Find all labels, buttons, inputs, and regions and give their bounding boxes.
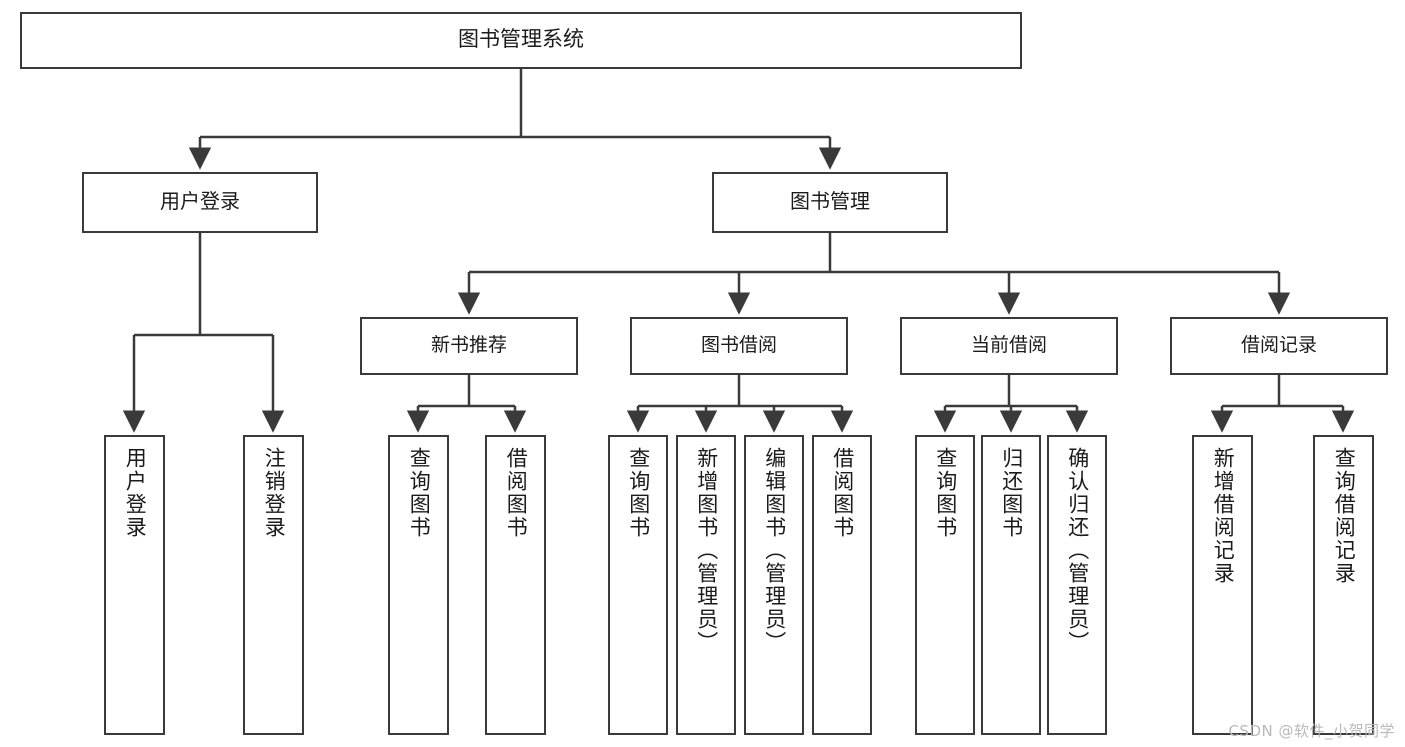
node-leaf-query-book-3[interactable]: 查询图书 [915, 435, 975, 735]
node-leaf-borrow-book-1-label: 借阅图书 [504, 447, 528, 539]
node-current-borrow[interactable]: 当前借阅 [900, 317, 1118, 375]
node-book-manage[interactable]: 图书管理 [712, 172, 948, 233]
node-leaf-borrow-book-2[interactable]: 借阅图书 [812, 435, 872, 735]
node-leaf-return-book[interactable]: 归还图书 [981, 435, 1041, 735]
node-leaf-query-book-3-label: 查询图书 [933, 447, 957, 539]
node-root-label: 图书管理系统 [458, 28, 584, 52]
node-leaf-query-book-1-label: 查询图书 [407, 447, 431, 539]
node-book-borrow[interactable]: 图书借阅 [630, 317, 848, 375]
node-leaf-user-login-label: 用户登录 [123, 447, 147, 539]
node-leaf-return-book-label: 归还图书 [999, 447, 1023, 539]
node-borrow-record-label: 借阅记录 [1240, 334, 1317, 356]
node-new-book-rec-label: 新书推荐 [430, 334, 507, 356]
node-borrow-record[interactable]: 借阅记录 [1170, 317, 1388, 375]
node-user-login-label: 用户登录 [160, 190, 240, 213]
csdn-watermark: CSDN @软件_小贺同学 [1228, 722, 1395, 740]
node-leaf-add-record[interactable]: 新增借阅记录 [1192, 435, 1253, 735]
node-leaf-add-book-label: 新增图书（管理员） [694, 447, 718, 654]
node-leaf-edit-book-label: 编辑图书（管理员） [762, 447, 786, 654]
node-leaf-query-book-2-label: 查询图书 [626, 447, 650, 539]
node-leaf-borrow-book-1[interactable]: 借阅图书 [485, 435, 546, 735]
node-leaf-logout[interactable]: 注销登录 [243, 435, 304, 735]
node-leaf-query-record[interactable]: 查询借阅记录 [1313, 435, 1374, 735]
node-book-manage-label: 图书管理 [790, 190, 870, 213]
node-user-login[interactable]: 用户登录 [82, 172, 318, 233]
node-leaf-confirm-return-label: 确认归还（管理员） [1065, 447, 1089, 654]
node-leaf-edit-book[interactable]: 编辑图书（管理员） [744, 435, 804, 735]
node-leaf-query-record-label: 查询借阅记录 [1332, 447, 1356, 585]
node-leaf-logout-label: 注销登录 [262, 447, 286, 539]
node-root[interactable]: 图书管理系统 [20, 12, 1022, 69]
node-leaf-query-book-1[interactable]: 查询图书 [388, 435, 449, 735]
node-leaf-borrow-book-2-label: 借阅图书 [830, 447, 854, 539]
node-book-borrow-label: 图书借阅 [700, 334, 777, 356]
node-new-book-rec[interactable]: 新书推荐 [360, 317, 578, 375]
node-leaf-confirm-return[interactable]: 确认归还（管理员） [1047, 435, 1107, 735]
node-current-borrow-label: 当前借阅 [970, 334, 1047, 356]
node-leaf-user-login[interactable]: 用户登录 [104, 435, 165, 735]
node-leaf-add-book[interactable]: 新增图书（管理员） [676, 435, 736, 735]
node-leaf-query-book-2[interactable]: 查询图书 [608, 435, 668, 735]
node-leaf-add-record-label: 新增借阅记录 [1211, 447, 1235, 585]
